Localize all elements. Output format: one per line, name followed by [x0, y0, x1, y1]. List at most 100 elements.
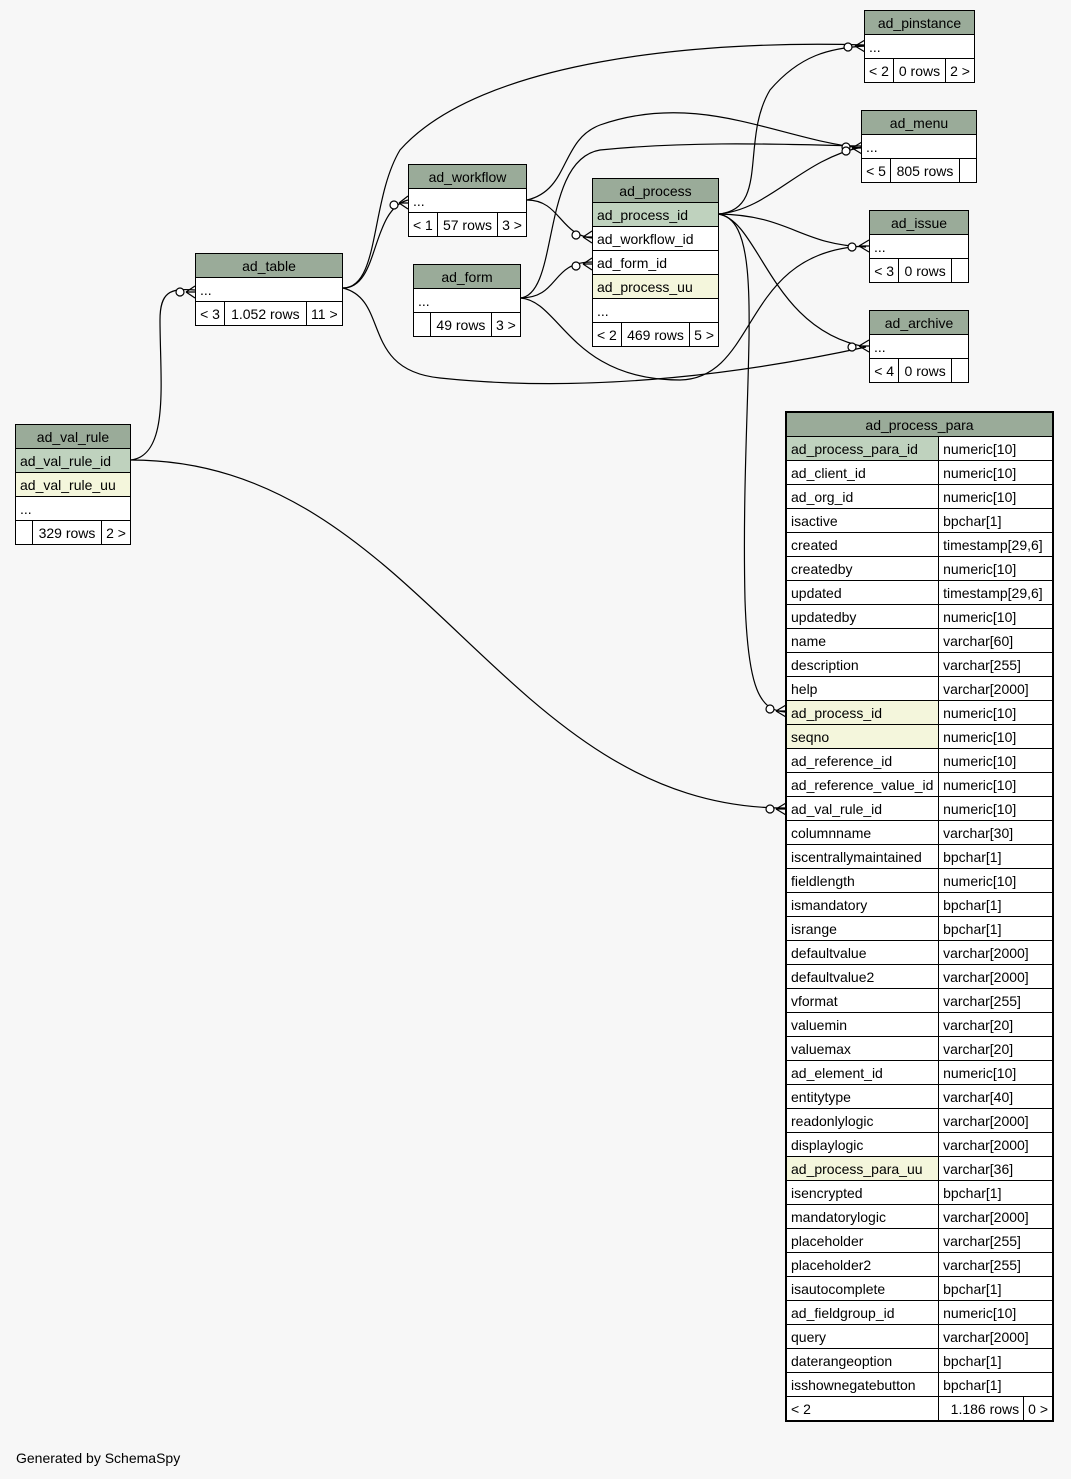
column-type: bpchar[1]	[938, 1348, 1052, 1373]
generated-by-footer: Generated by SchemaSpy	[16, 1450, 181, 1466]
optional-marker	[389, 200, 399, 210]
column-type: varchar[255]	[938, 1252, 1052, 1277]
column-ellipsis: ...	[870, 234, 968, 259]
link-table-archive	[342, 287, 867, 385]
children-count: 0 >	[1023, 1396, 1052, 1420]
crowfoot-marker	[858, 239, 870, 253]
table-title[interactable]: ad_process_para	[787, 413, 1052, 437]
column-name: displaylogic	[787, 1132, 940, 1157]
column-type: varchar[255]	[938, 652, 1052, 677]
table-ad-val-rule[interactable]: ad_val_rule ad_val_rule_id ad_val_rule_u…	[15, 424, 131, 545]
column-ad-process-uu: ad_process_uu	[593, 274, 718, 299]
table-ad-workflow[interactable]: ad_workflow ... < 1 57 rows 3 >	[408, 164, 527, 237]
column-type: numeric[10]	[938, 556, 1052, 581]
column-name: isencrypted	[787, 1180, 940, 1205]
table-ad-process[interactable]: ad_process ad_process_id ad_workflow_id …	[592, 178, 719, 347]
column-type: numeric[10]	[938, 1300, 1052, 1325]
crowfoot-marker	[775, 704, 787, 718]
table-ad-table[interactable]: ad_table ... < 3 1.052 rows 11 >	[195, 253, 343, 326]
column-type: varchar[2000]	[938, 1108, 1052, 1133]
column-name: mandatorylogic	[787, 1204, 940, 1229]
table-title[interactable]: ad_val_rule	[16, 425, 130, 449]
table-title[interactable]: ad_menu	[862, 111, 976, 135]
optional-marker	[571, 230, 581, 240]
parents-count: < 3	[196, 301, 226, 325]
column-type: varchar[255]	[938, 988, 1052, 1013]
parents-count: < 2	[787, 1396, 939, 1420]
row-count: 57 rows	[436, 212, 499, 236]
column-ellipsis: ...	[196, 277, 342, 302]
column-name: valuemax	[787, 1036, 940, 1061]
link-form-menu	[519, 143, 863, 299]
table-ad-pinstance[interactable]: ad_pinstance ... < 2 0 rows 2 >	[864, 10, 975, 83]
column-name: columnname	[787, 820, 940, 845]
column-type: bpchar[1]	[938, 1276, 1052, 1301]
column-type: varchar[36]	[938, 1156, 1052, 1181]
table-ad-menu[interactable]: ad_menu ... < 5 805 rows	[861, 110, 977, 183]
row-count: 469 rows	[620, 322, 691, 346]
row-count: 1.186 rows	[938, 1396, 1025, 1420]
table-title[interactable]: ad_form	[414, 265, 520, 289]
column-name: ad_client_id	[787, 460, 940, 485]
column-ad-process-id: ad_process_id	[593, 202, 718, 227]
column-name: description	[787, 652, 940, 677]
column-type: numeric[10]	[938, 700, 1052, 725]
table-title[interactable]: ad_archive	[870, 311, 968, 335]
row-count: 0 rows	[898, 258, 952, 282]
link-val-rule-table	[130, 288, 196, 461]
column-name: ismandatory	[787, 892, 940, 917]
table-ad-form[interactable]: ad_form ... 49 rows 3 >	[413, 264, 521, 337]
column-type: numeric[10]	[938, 772, 1052, 797]
column-ad-workflow-id: ad_workflow_id	[593, 226, 718, 251]
link-val-rule-process-para	[130, 459, 786, 809]
table-ad-archive[interactable]: ad_archive ... < 4 0 rows	[869, 310, 969, 383]
crowfoot-marker	[854, 39, 866, 53]
children-count: 2 >	[100, 520, 130, 544]
column-name: updated	[787, 580, 940, 605]
crowfoot-marker	[775, 802, 787, 816]
column-type: varchar[2000]	[938, 964, 1052, 989]
table-title[interactable]: ad_table	[196, 254, 342, 278]
row-count: 0 rows	[898, 358, 952, 382]
children-count	[951, 258, 968, 282]
column-name: seqno	[787, 724, 940, 749]
crowfoot-marker	[582, 257, 593, 271]
column-type: varchar[40]	[938, 1084, 1052, 1109]
table-title[interactable]: ad_workflow	[409, 165, 526, 189]
column-ad-form-id: ad_form_id	[593, 250, 718, 275]
parents-count	[16, 520, 33, 544]
optional-marker	[571, 261, 581, 271]
link-process-process-para	[717, 213, 786, 713]
table-title[interactable]: ad_issue	[870, 211, 968, 235]
table-title[interactable]: ad_pinstance	[865, 11, 974, 35]
optional-marker	[175, 287, 185, 297]
column-ellipsis: ...	[409, 188, 526, 213]
table-title[interactable]: ad_process	[593, 179, 718, 203]
column-type: varchar[2000]	[938, 676, 1052, 701]
column-type: numeric[10]	[938, 484, 1052, 509]
column-name: name	[787, 628, 940, 653]
column-name: created	[787, 532, 940, 557]
column-type: bpchar[1]	[938, 844, 1052, 869]
table-ad-issue[interactable]: ad_issue ... < 3 0 rows	[869, 210, 969, 283]
children-count: 3 >	[490, 312, 520, 336]
